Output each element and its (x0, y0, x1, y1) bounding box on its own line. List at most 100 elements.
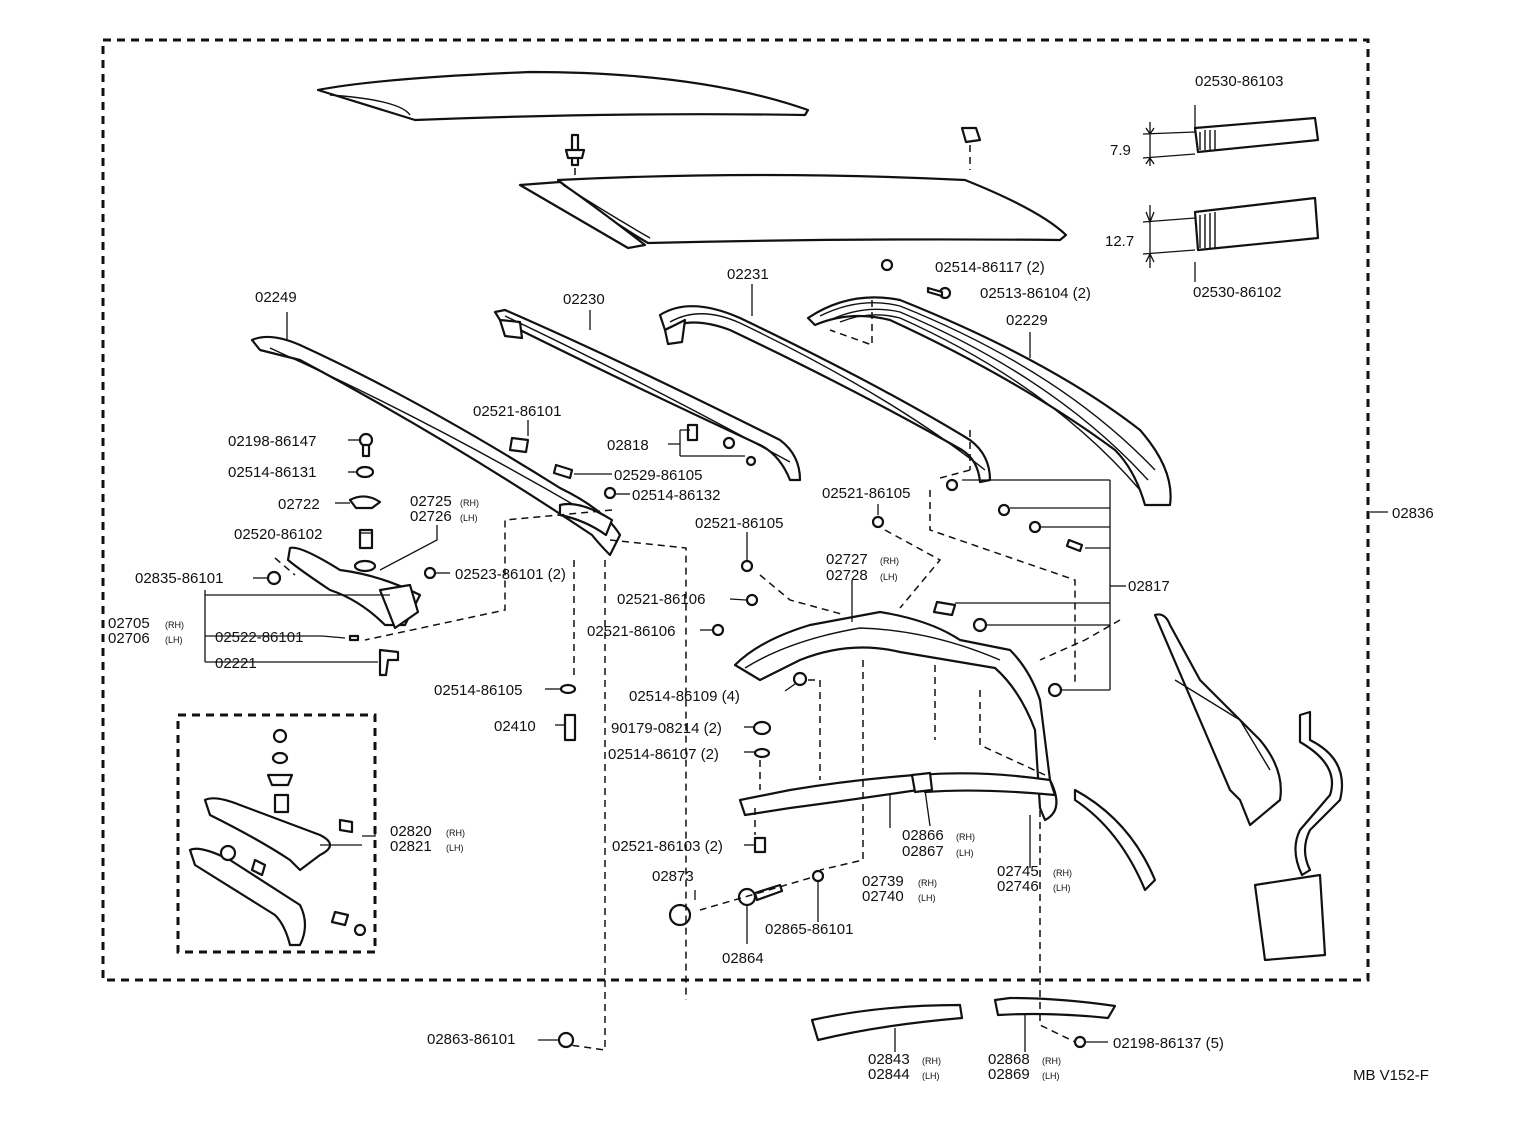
cap-icon (266, 570, 282, 586)
label-02221: 02221 (215, 655, 257, 672)
label-02521-86105-a: 02521-86105 (822, 485, 910, 502)
screw-icon (272, 728, 288, 744)
label-rh-mark: (RH) (165, 620, 184, 630)
nut-icon (557, 1031, 575, 1049)
label-02725: 02725 (410, 493, 452, 510)
weatherstrip-02866 (910, 771, 934, 794)
label-02836: 02836 (1392, 505, 1434, 522)
bushing-icon (273, 793, 290, 814)
label-02867: 02867 (902, 843, 944, 860)
label-rh-mark: (RH) (1042, 1056, 1061, 1066)
bolt-icon (740, 559, 754, 573)
label-02835-86101: 02835-86101 (135, 570, 223, 587)
label-02514-86131: 02514-86131 (228, 464, 316, 481)
bow-02231 (658, 305, 992, 484)
pin-icon (348, 634, 360, 642)
roof-panel-upper (316, 70, 810, 122)
label-02727: 02727 (826, 551, 868, 568)
label-lh-mark: (LH) (446, 843, 464, 853)
bushing-icon (358, 528, 374, 550)
label-02198-86137: 02198-86137 (5) (1113, 1035, 1224, 1052)
washer-icon (997, 503, 1011, 517)
bow-02249 (250, 335, 622, 557)
label-02868: 02868 (988, 1051, 1030, 1068)
label-02521-86106-b: 02521-86106 (587, 623, 675, 640)
label-02530-86102: 02530-86102 (1193, 284, 1281, 301)
washer-icon (355, 465, 375, 479)
label-02746: 02746 (997, 878, 1039, 895)
stud-icon (563, 713, 577, 742)
dimension-12-7 (1142, 205, 1196, 268)
bracket-02705 (286, 546, 422, 630)
front-bracket-inset (188, 797, 332, 947)
label-02739: 02739 (862, 873, 904, 890)
washer-icon (811, 869, 825, 883)
label-02530-86103: 02530-86103 (1195, 73, 1283, 90)
rail-02739 (738, 773, 920, 817)
dimension-7-9 (1142, 122, 1196, 166)
label-rh-mark: (RH) (446, 828, 465, 838)
label-02514-86107: 02514-86107 (2) (608, 746, 719, 763)
label-02522-86101: 02522-86101 (215, 629, 303, 646)
label-02728: 02728 (826, 567, 868, 584)
washer-icon (271, 751, 289, 765)
hinge-linkage-right (1153, 613, 1282, 827)
push-clip-icon (564, 133, 586, 178)
label-90179-08214: 90179-08214 (2) (611, 720, 722, 737)
washer-icon (559, 683, 577, 695)
label-02514-86109: 02514-86109 (4) (629, 688, 740, 705)
label-02521-86106-a: 02521-86106 (617, 591, 705, 608)
bolt-icon (871, 515, 885, 529)
label-lh-mark: (LH) (880, 572, 898, 582)
label-02745: 02745 (997, 863, 1039, 880)
label-02863-86101: 02863-86101 (427, 1031, 515, 1048)
label-rh-mark: (RH) (460, 498, 479, 508)
nut-icon (945, 478, 959, 492)
label-02864: 02864 (722, 950, 764, 967)
bolt-icon (338, 818, 354, 834)
retainer-clip-icon (960, 126, 982, 170)
plate-icon (266, 773, 294, 787)
nut-icon (752, 720, 772, 736)
washer-icon (1047, 682, 1063, 698)
label-02821: 02821 (390, 838, 432, 855)
label-02521-86103: 02521-86103 (2) (612, 838, 723, 855)
label-02514-86105: 02514-86105 (434, 682, 522, 699)
washer-icon (722, 436, 736, 450)
footer-code: MB V152-F (1353, 1067, 1429, 1084)
washer-icon (792, 671, 808, 687)
bow-02229 (806, 296, 1172, 507)
label-rh-mark: (RH) (880, 556, 899, 566)
bow-02230 (493, 308, 802, 482)
label-02513-86104: 02513-86104 (2) (980, 285, 1091, 302)
label-dim-12-7: 12.7 (1105, 233, 1134, 250)
label-lh-mark: (LH) (460, 513, 478, 523)
label-02865-86101: 02865-86101 (765, 921, 853, 938)
label-02844: 02844 (868, 1066, 910, 1083)
bolt-shank-icon (926, 286, 944, 298)
weatherstrip-02868 (993, 996, 1117, 1020)
rail-02745 (918, 772, 1057, 797)
label-rh-mark: (RH) (922, 1056, 941, 1066)
cable-bracket-right (1253, 710, 1344, 962)
label-02410: 02410 (494, 718, 536, 735)
washer-icon (753, 747, 771, 759)
stud-icon (932, 600, 957, 617)
washer-icon (603, 486, 617, 500)
label-lh-mark: (LH) (922, 1071, 940, 1081)
label-02843: 02843 (868, 1051, 910, 1068)
label-lh-mark: (LH) (1053, 883, 1071, 893)
screw-icon (686, 423, 699, 442)
washer-icon (1028, 520, 1042, 534)
label-02521-86101: 02521-86101 (473, 403, 561, 420)
hook-icon (378, 648, 400, 677)
dashed-guides (274, 300, 1121, 1051)
label-02198-86147: 02198-86147 (228, 433, 316, 450)
assembly-boundary (101, 38, 1370, 982)
spacer-12-7-icon (1193, 196, 1320, 252)
label-02873: 02873 (652, 868, 694, 885)
pin-icon (552, 463, 574, 480)
plate-icon (348, 495, 382, 510)
